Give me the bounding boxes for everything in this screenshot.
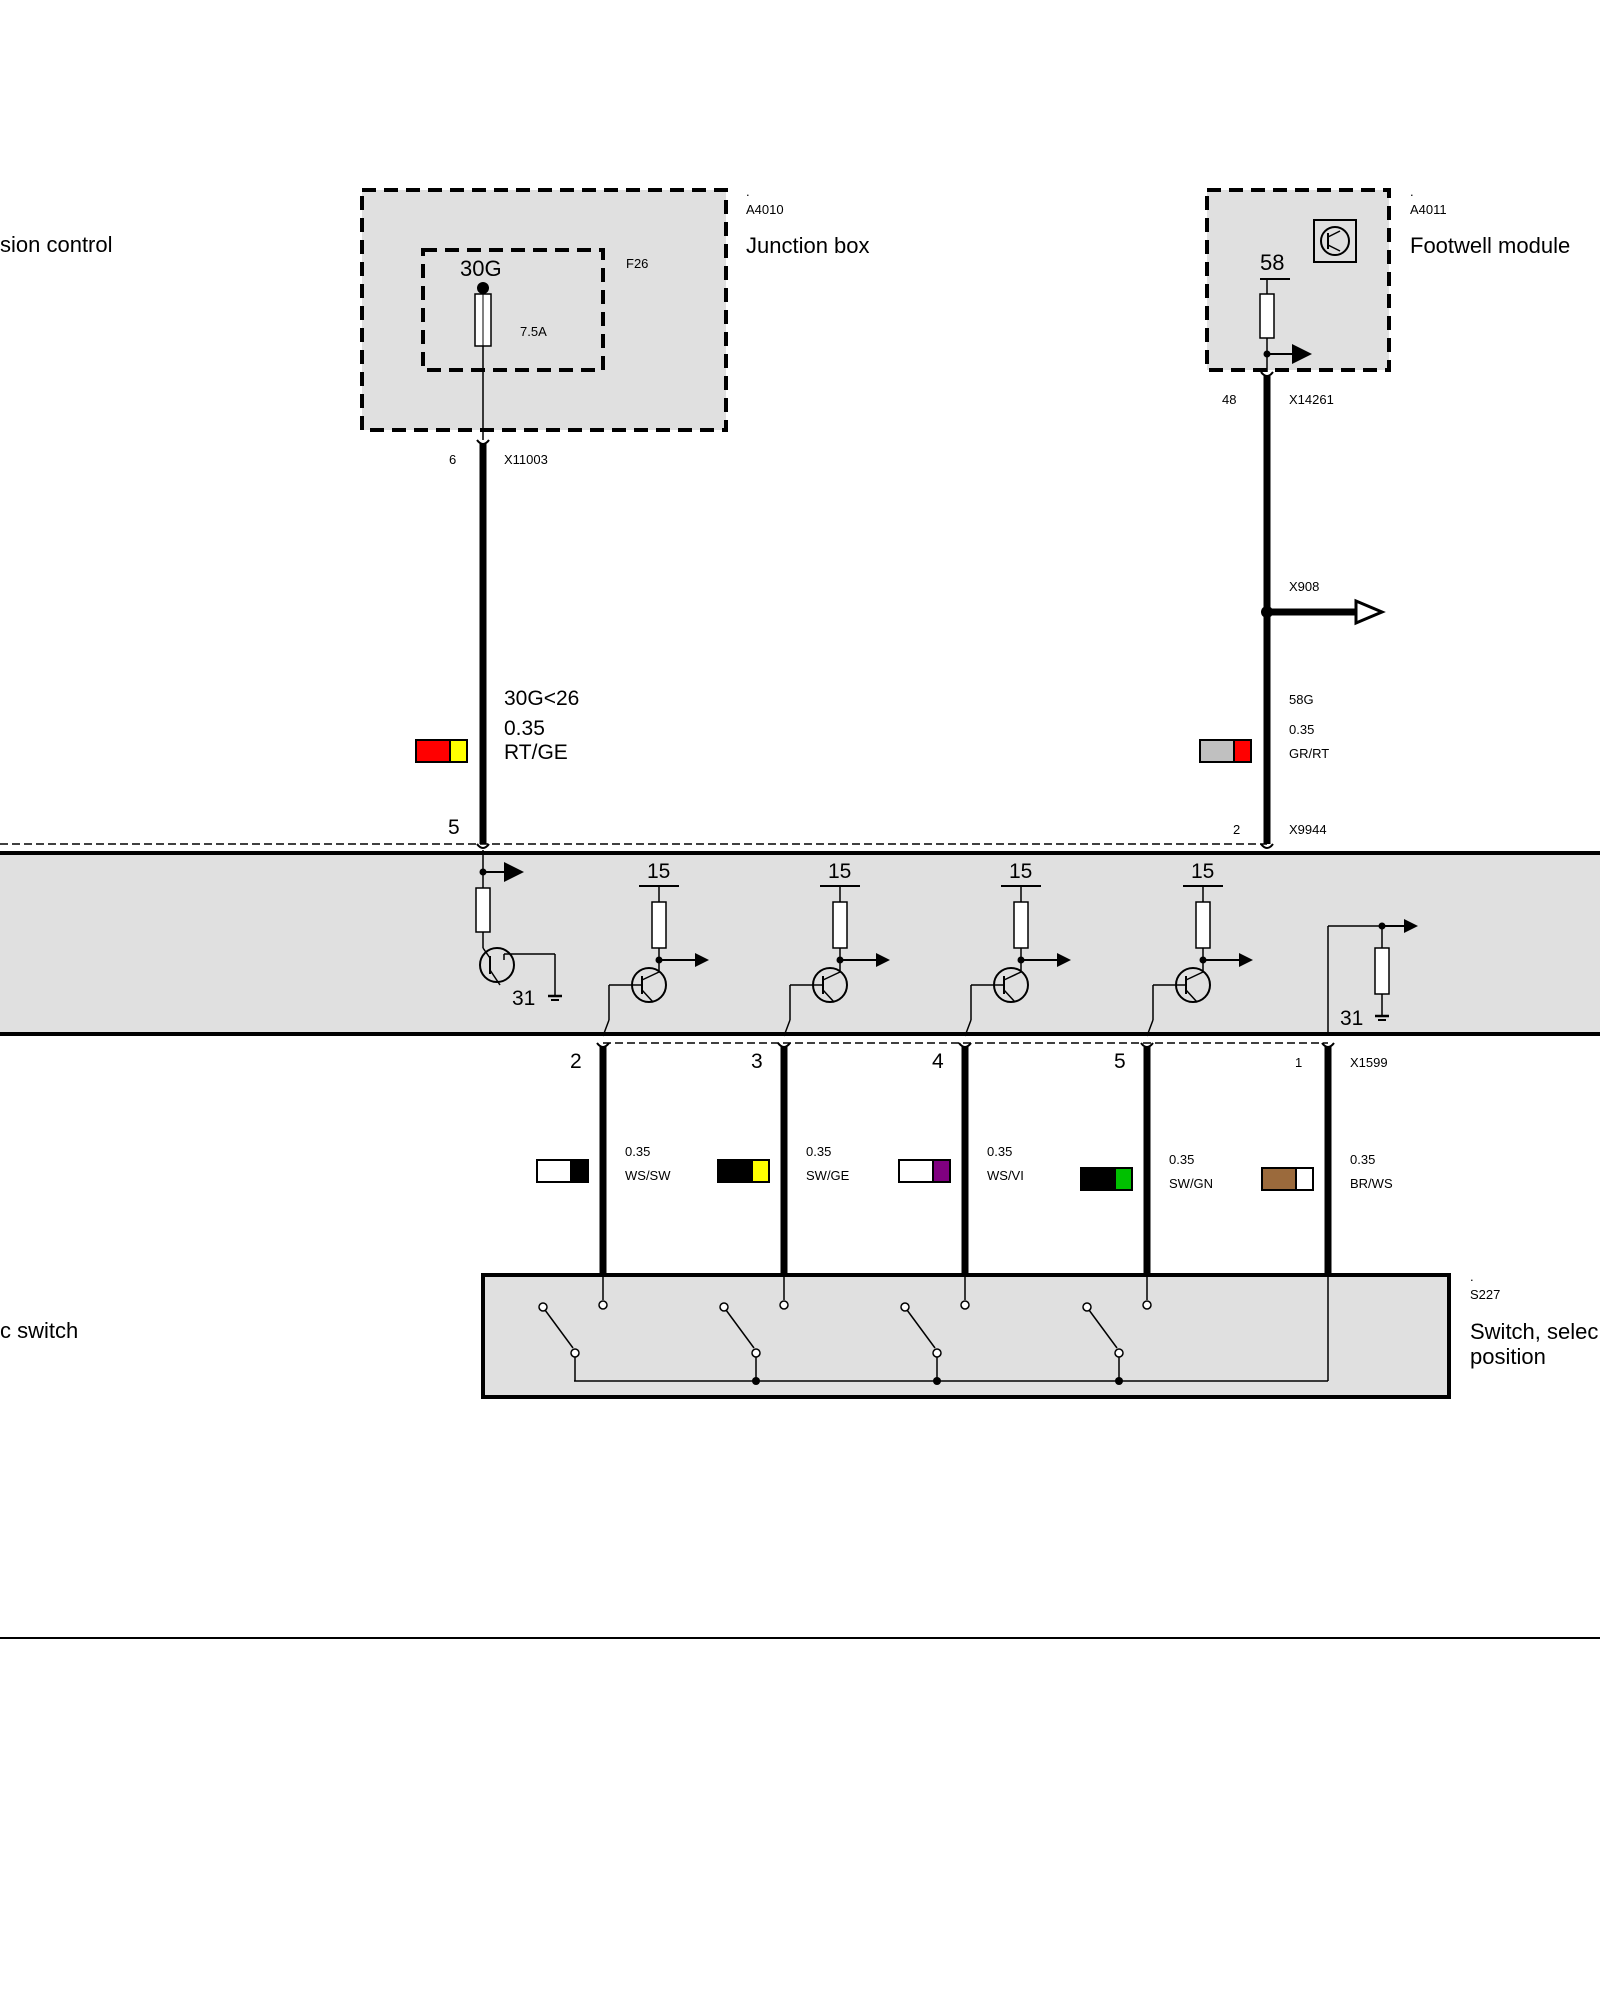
wire-left-size: 0.35 xyxy=(504,717,545,740)
pin-label: 1 xyxy=(1295,1055,1302,1070)
color-swatch-main xyxy=(1080,1167,1116,1191)
wire-left-color-code: RT/GE xyxy=(504,741,568,764)
output-arrow-icon xyxy=(1404,919,1418,933)
junction-box: 30G 7.5A F26 xyxy=(360,188,728,440)
junction-box-dot: . xyxy=(746,184,750,199)
footwell-pin: 48 xyxy=(1222,392,1236,407)
resistor-icon xyxy=(1013,901,1029,949)
input-stage-1: 15 xyxy=(602,860,709,1037)
wire-color-code: BR/WS xyxy=(1350,1176,1393,1191)
connector-cup-x14261 xyxy=(1260,371,1274,377)
wire-color-code: SW/GN xyxy=(1169,1176,1213,1191)
switch-code: S227 xyxy=(1470,1287,1500,1302)
junction-box-pin: 6 xyxy=(449,452,456,467)
ground-label-left: 31 xyxy=(512,987,535,1010)
connector-x1599: X1599 xyxy=(1350,1055,1388,1070)
pin-label: 5 xyxy=(1114,1050,1126,1073)
wire-left-signal: 30G<26 xyxy=(504,687,579,710)
color-swatch-main xyxy=(898,1159,934,1183)
ground-label-right: 31 xyxy=(1340,1007,1363,1030)
wire-size: 0.35 xyxy=(1169,1152,1194,1167)
switch-dot: . xyxy=(1470,1269,1474,1284)
transistor-symbol-icon xyxy=(1313,219,1357,263)
splice-label: X908 xyxy=(1289,579,1319,594)
color-swatch-main xyxy=(717,1159,753,1183)
switch-contact-3 xyxy=(900,1276,970,1385)
pin-label: 3 xyxy=(751,1050,763,1073)
fuse-id: F26 xyxy=(626,256,648,271)
resistor-icon xyxy=(832,901,848,949)
fuse-holder xyxy=(421,248,605,372)
supply-label: 15 xyxy=(828,860,851,883)
supply-label: 15 xyxy=(647,860,670,883)
switch-contact-2 xyxy=(719,1276,789,1385)
wire-color-code: SW/GE xyxy=(806,1168,850,1183)
color-swatch-main xyxy=(1261,1167,1297,1191)
color-swatch-stripe xyxy=(751,1159,770,1183)
input-stage-3: 15 xyxy=(964,860,1071,1037)
fuse-terminal-label: 30G xyxy=(460,256,502,281)
color-swatch-stripe xyxy=(1114,1167,1133,1191)
switch-contact-1 xyxy=(538,1276,608,1381)
input-stage-2: 15 xyxy=(783,860,890,1037)
resistor-icon xyxy=(651,901,667,949)
pin-label: 2 xyxy=(570,1050,582,1073)
wire-left-pin: 5 xyxy=(448,816,460,839)
output-arrow-icon xyxy=(1057,953,1071,967)
selector-switch xyxy=(481,1273,1451,1399)
wire-right-signal: 58G xyxy=(1289,692,1314,707)
wire-size: 0.35 xyxy=(1350,1152,1375,1167)
connector-x9944: X9944 xyxy=(1289,822,1327,837)
junction-box-code: A4010 xyxy=(746,202,784,217)
control-module: 31 31 xyxy=(0,850,1600,1036)
continuation-arrow-icon xyxy=(1354,598,1386,626)
input-stage-4: 15 xyxy=(1146,860,1253,1037)
supply-label: 15 xyxy=(1009,860,1032,883)
wire-right-size: 0.35 xyxy=(1289,722,1314,737)
color-swatch-stripe xyxy=(1295,1167,1314,1191)
input-transistor-icon xyxy=(479,947,515,983)
footwell-terminal: 58 xyxy=(1260,250,1284,275)
color-swatch-main xyxy=(536,1159,572,1183)
input-stages: 15 15 15 15 xyxy=(602,860,1253,1037)
left-label-top: sion control xyxy=(0,232,113,257)
output-arrow-icon xyxy=(695,953,709,967)
footwell-module: 58 xyxy=(1205,188,1391,372)
pin-label: 4 xyxy=(932,1050,944,1073)
wire-color-code: WS/SW xyxy=(625,1168,671,1183)
connector-x14261: X14261 xyxy=(1289,392,1334,407)
left-label-bottom: c switch xyxy=(0,1318,78,1343)
supply-label: 15 xyxy=(1191,860,1214,883)
wire-right-color-code: GR/RT xyxy=(1289,746,1329,761)
footwell-name: Footwell module xyxy=(1410,233,1570,258)
output-arrow-icon xyxy=(876,953,890,967)
switch-name-line1: Switch, selec xyxy=(1470,1319,1598,1344)
footwell-dot: . xyxy=(1410,184,1414,199)
switch-contact-4 xyxy=(1082,1276,1152,1385)
connector-x11003: X11003 xyxy=(504,452,548,467)
wire-color-code: WS/VI xyxy=(987,1168,1024,1183)
switch-name-line2: position xyxy=(1470,1344,1546,1369)
footwell-code: A4011 xyxy=(1410,202,1447,217)
junction-box-name: Junction box xyxy=(746,233,870,258)
wire-size: 0.35 xyxy=(987,1144,1012,1159)
wire-size: 0.35 xyxy=(806,1144,831,1159)
resistor-icon xyxy=(1195,901,1211,949)
wire-right-color-swatch xyxy=(1199,739,1252,763)
wire-right-pin: 2 xyxy=(1233,822,1240,837)
color-swatch-stripe xyxy=(570,1159,589,1183)
wire-left-color-swatch xyxy=(415,739,468,763)
color-swatch-stripe xyxy=(932,1159,951,1183)
output-arrow-icon xyxy=(1239,953,1253,967)
connector-cup-x11003 xyxy=(476,439,490,445)
fuse-rating: 7.5A xyxy=(520,324,547,339)
wire-size: 0.35 xyxy=(625,1144,650,1159)
